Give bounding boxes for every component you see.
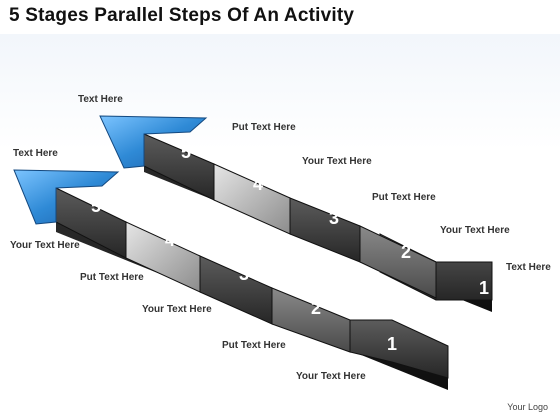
upper-stage-5-number: 5 [181,142,191,162]
title-bar: 5 Stages Parallel Steps Of An Activity [0,0,560,34]
upper-stage-1-number: 1 [479,278,489,298]
lower-stage-4-label: Put Text Here [80,272,144,283]
upper-stage-2-label: Your Text Here [440,225,510,236]
slide-title: 5 Stages Parallel Steps Of An Activity [9,5,355,26]
lower-stage-4-number: 4 [165,230,175,250]
lower-stage-2-label: Put Text Here [222,340,286,351]
upper-stage-4-label: Your Text Here [302,156,372,167]
lower-stage-3-number: 3 [239,264,249,284]
lower-stage-1-label: Your Text Here [296,371,366,382]
upper-stage-2-face [359,225,437,299]
upper-stage-3-face [289,197,361,263]
lower-head-label: Text Here [13,148,58,159]
upper-stage-4-number: 4 [253,174,263,194]
logo-placeholder: Your Logo [507,402,548,412]
lower-stage-2-number: 2 [311,298,321,318]
upper-arrow: 5 4 3 2 1 [99,115,493,312]
lower-arrow: 5 4 3 2 1 [13,169,449,390]
lower-stage-3-label: Your Text Here [142,304,212,315]
upper-stage-1-label: Text Here [506,262,551,273]
upper-head-label: Text Here [78,94,123,105]
upper-stage-5-face [143,133,215,201]
upper-stage-3-number: 3 [329,208,339,228]
lower-stage-1-number: 1 [387,334,397,354]
lower-arrow-head [13,169,120,225]
upper-stage-2-number: 2 [401,242,411,262]
upper-arrow-head [99,115,208,169]
upper-stage-5-label: Put Text Here [232,122,296,133]
lower-stage-5-label: Your Text Here [10,240,80,251]
upper-stage-3-label: Put Text Here [372,192,436,203]
lower-stage-5-number: 5 [91,196,101,216]
